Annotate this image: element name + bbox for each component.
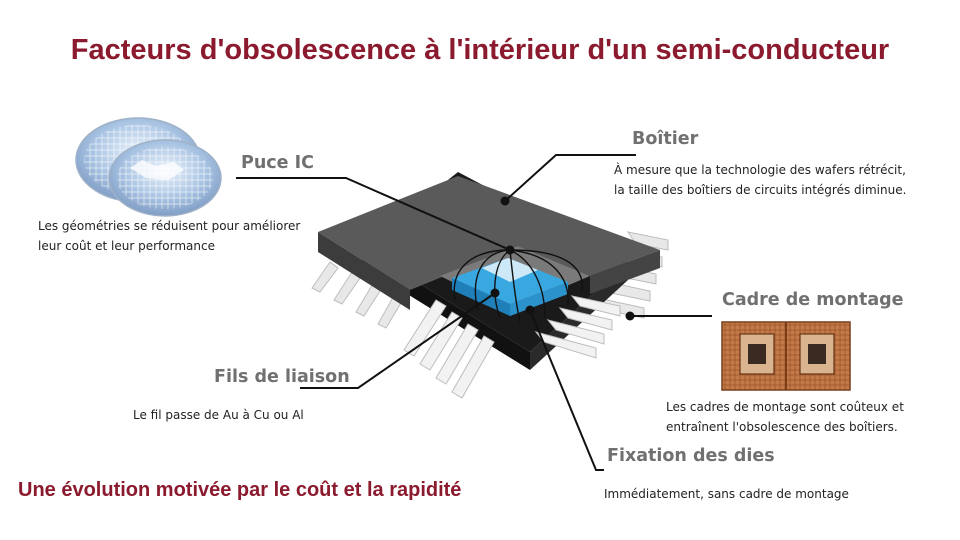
leadframe-image [721, 321, 851, 391]
diagram-title: Facteurs d'obsolescence à l'intérieur d'… [70, 34, 890, 66]
desc-fils-line: Le fil passe de Au à Cu ou Al [133, 408, 304, 422]
desc-cadre-line: entraînent l'obsolescence des boîtiers. [666, 420, 898, 434]
label-fils: Fils de liaison [214, 367, 350, 387]
desc-boitier-line: À mesure que la technologie des wafers r… [614, 163, 906, 177]
callout-lines [236, 154, 712, 471]
callout-dot-fils [490, 288, 500, 298]
desc-puce-line: leur coût et leur performance [38, 239, 215, 253]
wafer-image [75, 117, 222, 217]
label-puce: Puce IC [241, 153, 314, 173]
diagram-subtitle: Une évolution motivée par le coût et la … [18, 479, 462, 501]
desc-fixation-line: Immédiatement, sans cadre de montage [604, 487, 849, 501]
desc-cadre: Les cadres de montage sont coûteux et en… [666, 397, 904, 437]
callout-dot-puce [505, 245, 515, 255]
label-cadre: Cadre de montage [722, 290, 904, 310]
desc-boitier-line: la taille des boîtiers de circuits intég… [614, 183, 907, 197]
ic-chip [311, 172, 669, 399]
callout-dot-boitier [500, 196, 510, 206]
desc-fils: Le fil passe de Au à Cu ou Al [133, 405, 304, 425]
label-boitier: Boîtier [632, 129, 699, 149]
desc-cadre-line: Les cadres de montage sont coûteux et [666, 400, 904, 414]
desc-boitier: À mesure que la technologie des wafers r… [614, 160, 906, 200]
label-fixation: Fixation des dies [607, 446, 775, 466]
callout-dot-cadre [625, 311, 635, 321]
callout-dot-fixation [525, 305, 535, 315]
desc-puce-line: Les géométries se réduisent pour amélior… [38, 219, 301, 233]
desc-puce: Les géométries se réduisent pour amélior… [38, 216, 300, 256]
desc-fixation: Immédiatement, sans cadre de montage [604, 484, 849, 504]
